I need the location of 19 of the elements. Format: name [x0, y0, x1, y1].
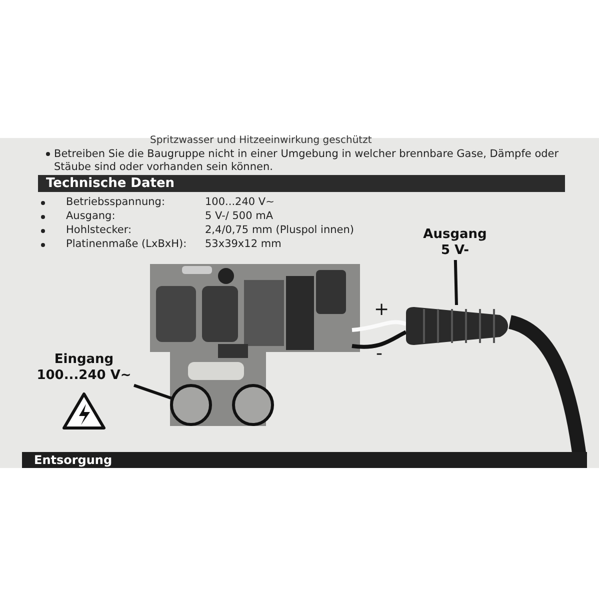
section-heading: Technische Daten — [38, 175, 565, 192]
cut-off-text: Spritzwasser und Hitzeeinwirkung geschützt — [150, 136, 372, 146]
spec-value: 53x39x12 mm — [205, 238, 282, 251]
leader-line — [454, 260, 458, 306]
spec-label: Hohlstecker: — [66, 224, 132, 237]
spec-value: 100...240 V~ — [205, 196, 274, 209]
spec-value: 2,4/0,75 mm (Pluspol innen) — [205, 224, 354, 237]
plus-sign: + — [374, 298, 390, 322]
callout-label: Eingang 100...240 V~ — [36, 352, 132, 384]
spec-value: 5 V-/ 500 mA — [205, 210, 274, 223]
spec-label: Betriebsspannung: — [66, 196, 166, 209]
spec-label: Platinenmaße (LxBxH): — [66, 238, 187, 251]
leader-line — [134, 384, 172, 400]
safety-note: Betreiben Sie die Baugruppe nicht in einer Umgebung in welcher brennbare Gase, Dämpfe oder Stäube sind oder vorhanden sein können. — [54, 148, 560, 174]
spec-label: Ausgang: — [66, 210, 116, 223]
minus-sign: - — [376, 342, 382, 366]
section-heading: Entsorgung — [22, 452, 587, 468]
callout-label: Ausgang 5 V- — [422, 227, 488, 259]
cable-sleeve-drawing — [404, 305, 510, 347]
